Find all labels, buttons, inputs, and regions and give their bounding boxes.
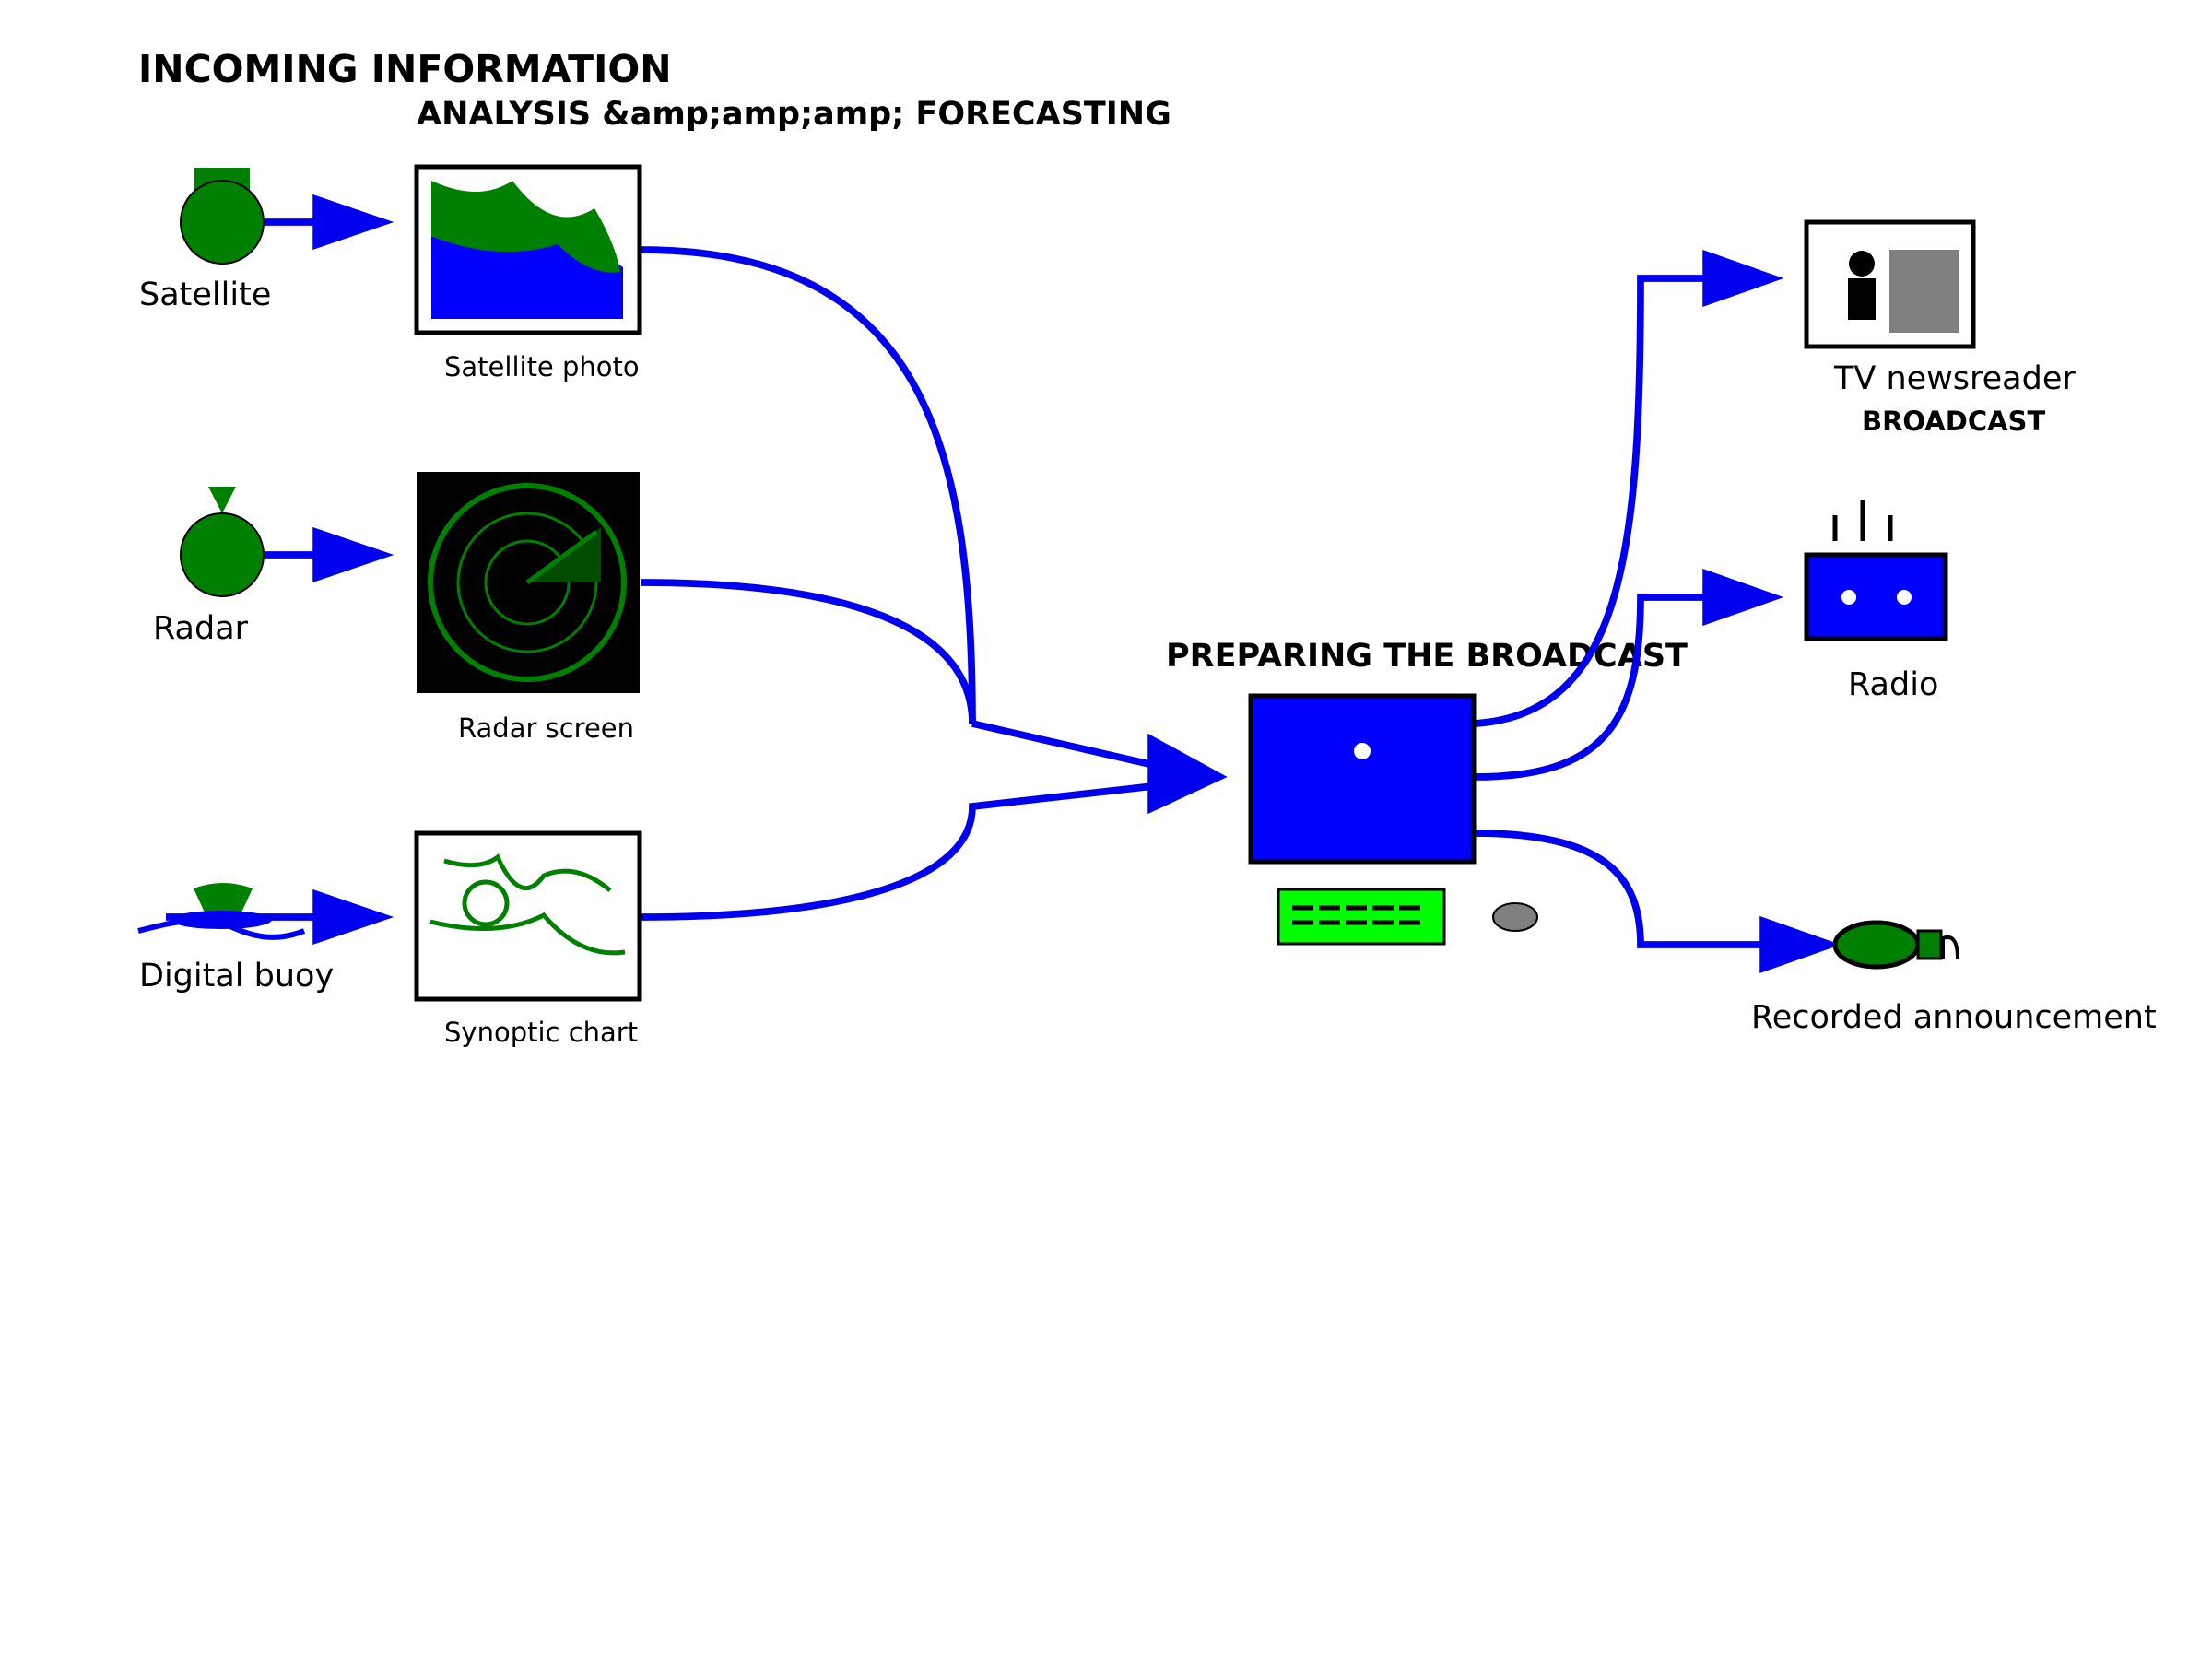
analysis-forecasting-title: ANALYSIS &amp;amp;amp; FORECASTING (417, 96, 1171, 133)
tv-icon (1804, 219, 1976, 349)
photo-to-merge-connector (640, 246, 976, 724)
radar-dish-icon (180, 487, 265, 597)
computer-to-recorded-connector (1474, 830, 1765, 948)
radio-label: Radio (1848, 666, 1938, 703)
digital-buoy-label: Digital buoy (139, 958, 334, 994)
screen-to-merge-connector (640, 579, 976, 724)
radar-label: Radar (153, 610, 249, 647)
buoy-icon (137, 883, 306, 940)
synoptic-chart-label: Synoptic chart (444, 1017, 638, 1048)
preparing-broadcast-title: PREPARING THE BROADCAST (1166, 638, 1688, 675)
radar-screen-label: Radar screen (458, 712, 634, 744)
radar-to-screen-arrowhead (312, 526, 394, 583)
incoming-information-title: INCOMING INFORMATION (138, 47, 672, 91)
satellite-icon (180, 168, 265, 265)
flow-connectors (166, 194, 1841, 974)
computer-monitor-icon (1248, 693, 1477, 865)
satellite-photo-icon (414, 164, 642, 335)
mouse-icon (1492, 902, 1538, 932)
radio-icon (1804, 500, 1948, 641)
broadcast-title: BROADCAST (1862, 406, 2045, 437)
buoy-to-chart-arrowhead (312, 888, 394, 946)
computer-to-radio-arrowhead (1702, 568, 1784, 627)
computer-to-tv-connector (1474, 275, 1710, 727)
satellite-label: Satellite (139, 276, 271, 313)
radar-screen-icon (417, 472, 640, 693)
satellite-photo-label: Satellite photo (444, 351, 640, 382)
merge-arrowhead (1147, 733, 1228, 815)
satellite-to-photo-arrowhead (312, 194, 394, 251)
upper-merge-connector (971, 720, 1162, 771)
chart-to-merge-connector (640, 782, 1162, 921)
computer-to-recorded-arrowhead (1759, 915, 1841, 974)
tv-newsreader-label: TV newsreader (1833, 360, 2076, 397)
computer-to-radio-connector (1474, 594, 1710, 781)
keyboard-icon (1277, 888, 1446, 946)
recorded-announcement-label: Recorded announcement (1751, 999, 2157, 1036)
microphone-icon (1832, 920, 1959, 970)
computer-to-tv-arrowhead (1702, 249, 1784, 308)
synoptic-chart-icon (414, 830, 642, 1002)
